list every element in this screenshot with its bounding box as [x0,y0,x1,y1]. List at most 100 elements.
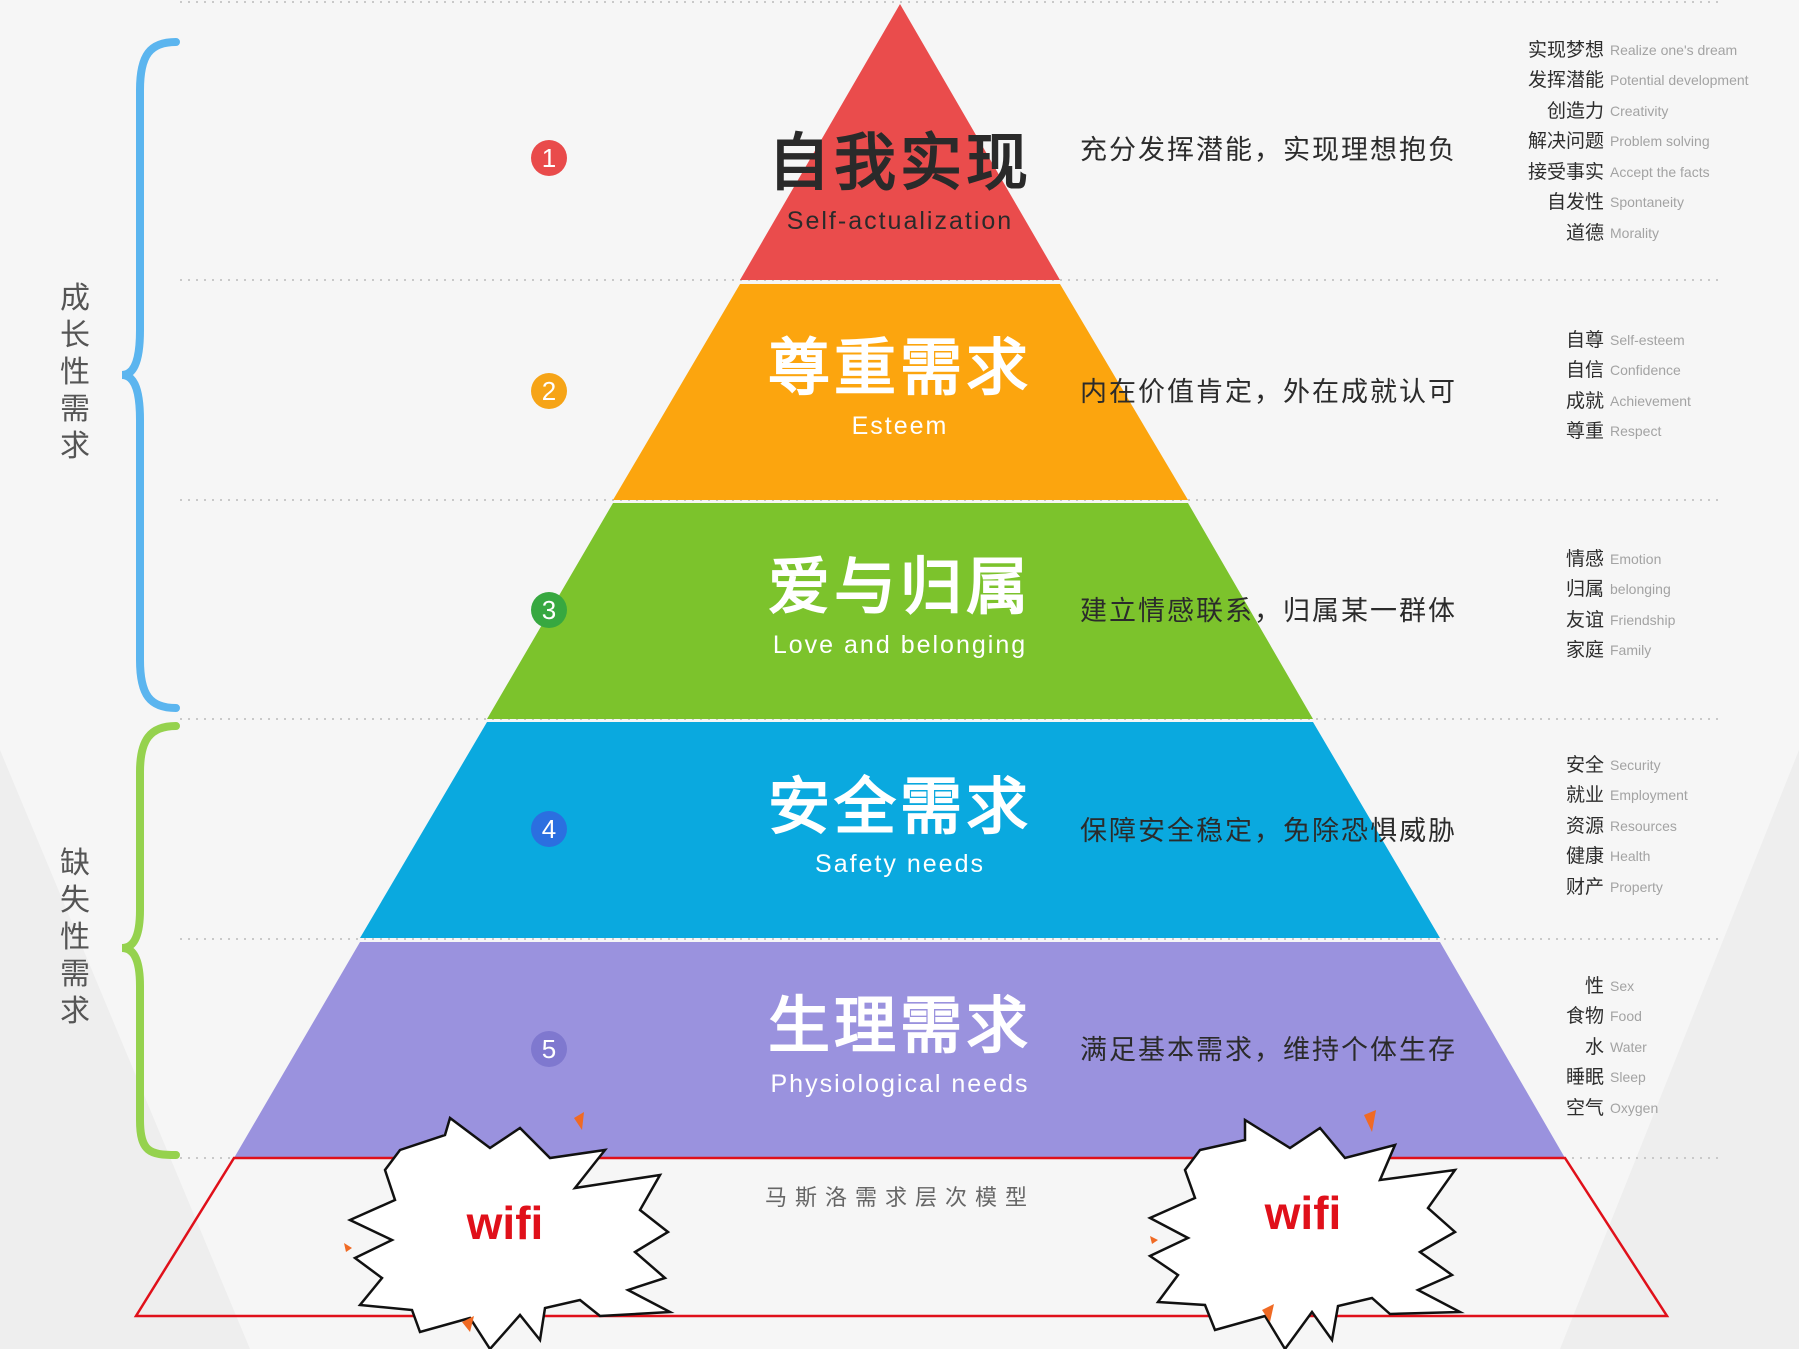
keyword-zh: 空气 [1565,1096,1604,1119]
keyword-item: 归属 belonging [1500,574,1790,605]
keyword-en: Health [1610,848,1651,865]
level-description: 满足基本需求，维持个体生存 [1080,1035,1457,1066]
keyword-en: Sex [1610,977,1635,994]
keyword-item: 实现梦想 Realize one's dream [1500,34,1790,65]
level-description: 建立情感联系，归属某一群体 [1080,596,1457,627]
keyword-en: Friendship [1610,611,1676,628]
level-title-en: Esteem [851,412,949,440]
keyword-item: 空气 Oxygen [1500,1092,1790,1123]
keyword-zh: 食物 [1565,1005,1604,1028]
keyword-zh: 自尊 [1565,328,1604,351]
spark-mark [462,1316,474,1332]
keyword-item: 自尊 Self-esteem [1500,324,1790,355]
level-title-en: Self-actualization [786,207,1014,235]
keyword-item: 解决问题 Problem solving [1500,126,1790,157]
spark-mark [1262,1304,1274,1322]
keyword-en: Spontaneity [1610,194,1684,211]
keyword-en: Achievement [1610,392,1691,409]
keyword-en: Realize one's dream [1610,41,1738,58]
keyword-en: Property [1610,878,1663,895]
level-title-zh: 爱与归属 [767,550,1032,623]
spark-mark [574,1112,584,1130]
keyword-item: 性 Sex [1500,970,1790,1001]
keyword-item: 尊重 Respect [1500,416,1790,447]
keyword-zh: 自信 [1565,359,1604,382]
keyword-zh: 自发性 [1546,191,1604,214]
level-title-zh: 尊重需求 [767,331,1032,404]
level-number-badge: 2 [531,373,567,409]
keyword-zh: 道德 [1565,222,1604,245]
keyword-zh: 睡眠 [1565,1066,1604,1089]
keyword-en: Employment [1610,787,1688,804]
level-title-en: Physiological needs [770,1070,1030,1098]
layer-self-actualization [740,4,1060,280]
deficiency-needs-label: 缺失性需求 [60,846,90,1029]
keyword-item: 道德 Morality [1500,218,1790,249]
keyword-en: Self-esteem [1610,331,1685,348]
keyword-item: 财产 Property [1500,871,1790,902]
level-title-zh: 生理需求 [767,989,1032,1062]
keyword-zh: 就业 [1565,784,1604,807]
wifi-label-right: wifi [1264,1187,1342,1239]
keyword-zh: 家庭 [1565,639,1604,662]
spark-mark [1150,1236,1158,1244]
level-number-badge: 4 [531,811,567,847]
keyword-zh: 实现梦想 [1527,38,1604,61]
keyword-zh: 安全 [1565,753,1604,776]
keyword-en: Food [1610,1008,1642,1025]
speech-bubble-left [347,1115,675,1349]
keyword-en: Oxygen [1610,1099,1659,1116]
keyword-zh: 归属 [1565,578,1604,601]
keyword-en: Family [1610,642,1652,659]
keyword-en: belonging [1610,581,1671,598]
keyword-en: Morality [1610,225,1660,242]
overlay-triangle-outline [133,1156,1670,1318]
growth-needs-label: 成长性需求 [60,281,90,464]
background-shape-left [0,750,250,1349]
keyword-item: 健康 Health [1500,841,1790,872]
spark-mark [1364,1110,1376,1132]
keyword-en: Resources [1610,817,1677,834]
keyword-en: Respect [1610,423,1662,440]
background-shape-right [1560,750,1799,1349]
keyword-zh: 接受事实 [1527,160,1604,183]
layer-esteem [613,284,1188,500]
keyword-zh: 水 [1584,1035,1604,1058]
level-description: 保障安全稳定，免除恐惧威胁 [1080,816,1457,847]
keyword-en: Emotion [1610,550,1662,567]
deficiency-needs-brace [121,722,180,1159]
spark-mark [344,1243,352,1252]
keyword-zh: 发挥潜能 [1527,69,1604,92]
keyword-en: Water [1610,1038,1647,1055]
keyword-en: Creativity [1610,102,1669,119]
level-title-zh: 自我实现 [767,126,1032,199]
diagram-caption: 马斯洛需求层次模型 [764,1186,1035,1211]
level-title-zh: 安全需求 [767,770,1032,843]
keyword-en: Sleep [1610,1069,1646,1086]
keyword-en: Problem solving [1610,133,1710,150]
keyword-zh: 尊重 [1565,420,1604,443]
keyword-item: 自发性 Spontaneity [1500,187,1790,218]
keyword-zh: 解决问题 [1527,130,1604,153]
keyword-item: 家庭 Family [1500,635,1790,666]
keyword-list-physiological: 性 Sex 食物 Food 水 Water 睡眠 Sleep 空气 Oxygen [1500,970,1790,1123]
growth-needs-brace [121,38,180,712]
keyword-zh: 健康 [1565,845,1604,868]
keyword-en: Potential development [1610,72,1749,89]
keyword-item: 水 Water [1500,1031,1790,1062]
keyword-zh: 财产 [1565,875,1604,898]
wifi-label-left: wifi [466,1197,544,1249]
keyword-item: 睡眠 Sleep [1500,1062,1790,1093]
keyword-item: 食物 Food [1500,1001,1790,1032]
level-number-badge: 3 [531,592,567,628]
keyword-zh: 性 [1584,974,1604,997]
